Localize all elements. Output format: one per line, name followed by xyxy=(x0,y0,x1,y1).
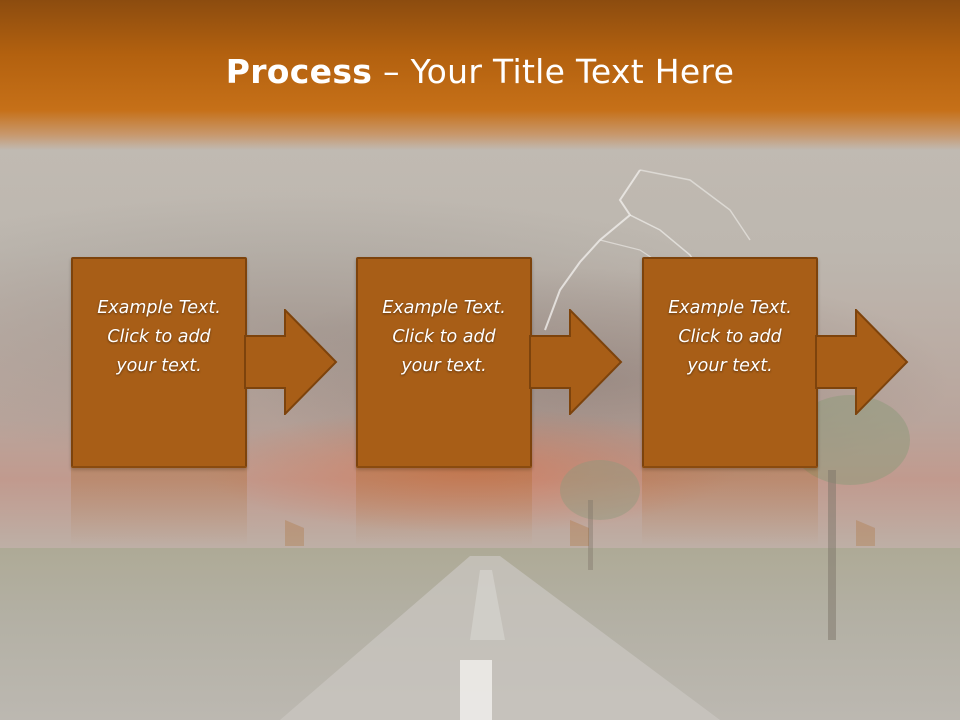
title-strong: Process xyxy=(225,52,373,91)
right-arrow-icon[interactable] xyxy=(244,309,338,415)
step-2-reflection xyxy=(356,466,532,546)
process-step-2[interactable]: Example Text. Click to add your text. xyxy=(356,257,532,468)
slide-title[interactable]: Process – Your Title Text Here xyxy=(0,52,960,91)
process-step-3[interactable]: Example Text. Click to add your text. xyxy=(642,257,818,468)
step-3-line3: your text. xyxy=(687,356,773,376)
step-1-line3: your text. xyxy=(116,356,202,376)
step-1-text[interactable]: Example Text. Click to add your text. xyxy=(97,294,221,381)
step-1-line2: Click to add xyxy=(107,327,211,347)
arrow-3-reflection xyxy=(856,520,875,546)
arrow-2-reflection xyxy=(570,520,589,546)
right-arrow-icon[interactable] xyxy=(529,309,623,415)
step-2-line3: your text. xyxy=(401,356,487,376)
title-bar xyxy=(0,0,960,150)
step-3-line1: Example Text. xyxy=(668,298,792,318)
title-rest: – Your Title Text Here xyxy=(372,52,735,91)
arrow-1-reflection xyxy=(285,520,304,546)
right-arrow-icon[interactable] xyxy=(815,309,909,415)
step-3-text[interactable]: Example Text. Click to add your text. xyxy=(668,294,792,381)
step-2-text[interactable]: Example Text. Click to add your text. xyxy=(382,294,506,381)
step-1-reflection xyxy=(71,466,247,546)
process-step-1[interactable]: Example Text. Click to add your text. xyxy=(71,257,247,468)
step-2-line2: Click to add xyxy=(392,327,496,347)
step-3-reflection xyxy=(642,466,818,546)
step-3-line2: Click to add xyxy=(678,327,782,347)
step-2-line1: Example Text. xyxy=(382,298,506,318)
step-1-line1: Example Text. xyxy=(97,298,221,318)
